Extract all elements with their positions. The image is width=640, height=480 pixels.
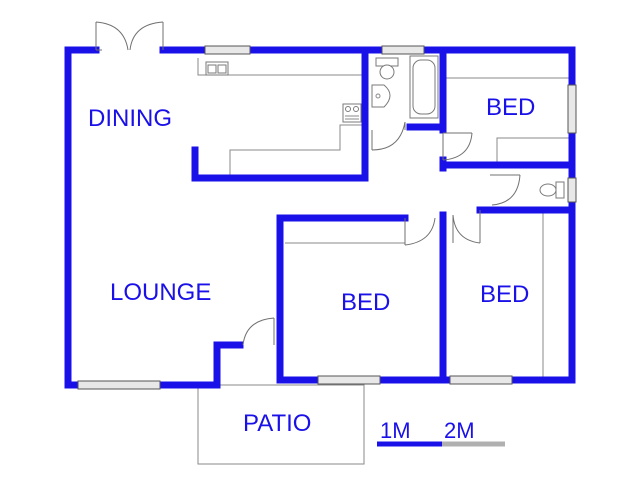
french-doors — [95, 21, 164, 51]
scale-label-1m: 1M — [380, 418, 411, 443]
patio-outline — [197, 384, 365, 465]
window-bed-right — [449, 375, 513, 385]
toilet-icon — [375, 57, 399, 80]
label-bed-top-right: BED — [486, 94, 535, 121]
window-lounge — [77, 380, 161, 390]
toilet-door — [490, 174, 521, 206]
doors — [95, 21, 521, 346]
scale-bar: 1M 2M — [377, 418, 505, 447]
windows — [77, 45, 577, 390]
interior-thin-lines — [197, 58, 570, 378]
window-dining — [204, 45, 251, 55]
toilet-small-icon — [539, 181, 565, 199]
bed-center-door — [404, 217, 436, 246]
stove-icon — [342, 103, 362, 123]
window-bed-center — [317, 375, 381, 385]
label-patio: PATIO — [243, 410, 311, 437]
basin-icon — [371, 84, 391, 108]
bathroom-door — [371, 121, 406, 151]
bathtub-icon — [409, 55, 439, 119]
scale-label-2m: 2M — [444, 418, 475, 443]
label-dining: DINING — [88, 105, 172, 132]
room-labels: DINING LOUNGE BED BED BED PATIO — [88, 94, 535, 437]
patio-door — [242, 317, 275, 346]
window-bed-top-right — [567, 84, 577, 134]
bed-top-right-door — [442, 132, 473, 161]
label-lounge: LOUNGE — [110, 279, 211, 306]
fixtures — [205, 55, 565, 199]
window-bathroom — [381, 45, 425, 55]
label-bed-center: BED — [341, 289, 390, 316]
walls — [64, 46, 576, 389]
bed-right-door — [452, 210, 481, 244]
window-toilet — [567, 177, 577, 203]
label-bed-right: BED — [480, 281, 529, 308]
kitchen-sink-icon — [205, 61, 229, 76]
